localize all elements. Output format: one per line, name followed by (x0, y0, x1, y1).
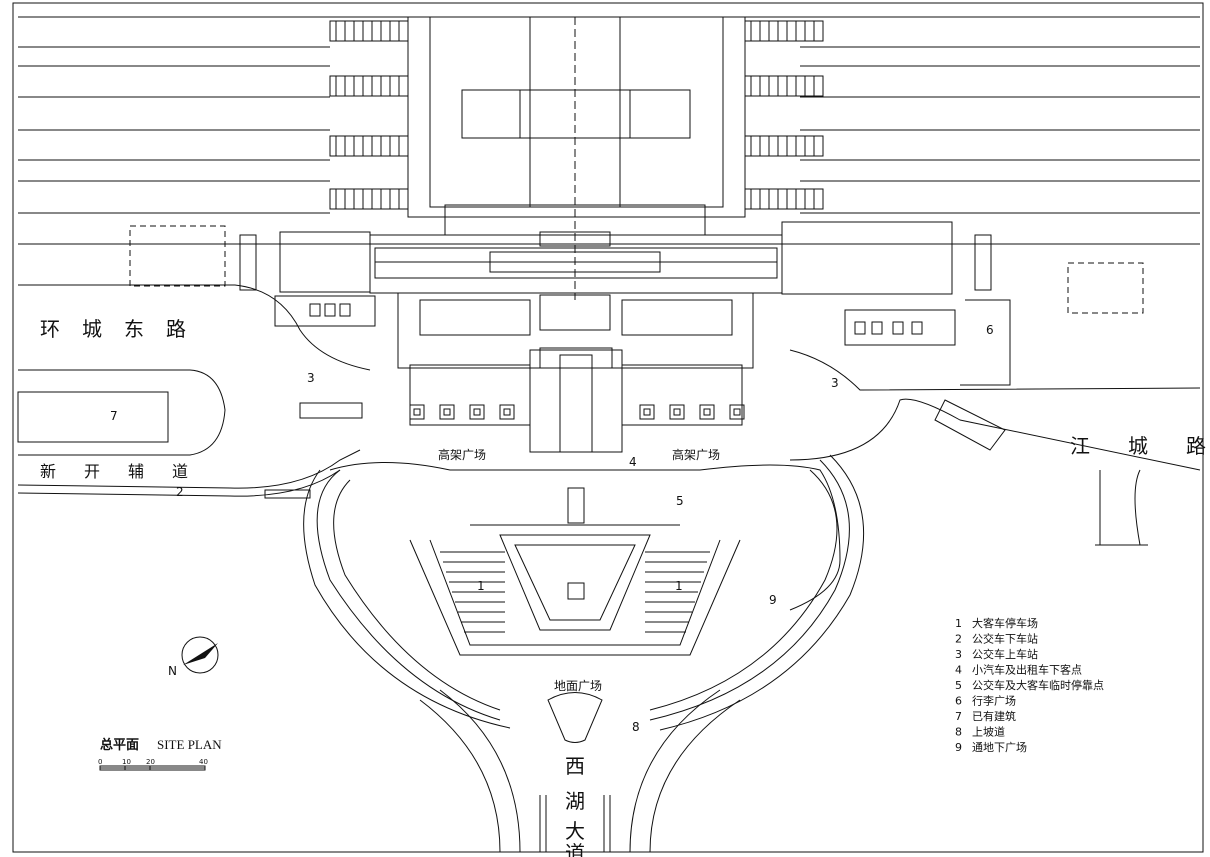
road-label-xihu-char: 西 (565, 754, 585, 778)
platform-stair (744, 20, 824, 42)
scale-tick-40: 40 (199, 758, 208, 766)
plaza-label-elevated-left: 高架广场 (438, 447, 486, 462)
marker-9: 9 (769, 593, 777, 607)
marker-1a: 1 (477, 579, 485, 593)
legend-number: 5 (955, 679, 962, 692)
marker-3b: 3 (831, 376, 839, 390)
column-square (639, 404, 655, 420)
legend-number: 1 (955, 617, 962, 630)
legend-number: 6 (955, 695, 962, 708)
platform-stair (744, 75, 824, 97)
platform-stair (744, 188, 824, 210)
road-label-xihu-char: 湖 (565, 789, 585, 813)
legend-text: 公交车及大客车临时停靠点 (972, 678, 1104, 692)
legend-text: 大客车停车场 (972, 616, 1038, 630)
plaza-label-ground: 地面广场 (554, 679, 602, 693)
road-lines (17, 284, 1201, 853)
column-square (469, 404, 485, 420)
legend-text: 通地下广场 (972, 740, 1027, 754)
platform-stair (329, 135, 409, 157)
column-square (499, 404, 515, 420)
marker-2: 2 (176, 485, 184, 499)
road-label-jiangcheng: 江城路 (1070, 434, 1210, 458)
legend-number: 7 (955, 710, 962, 723)
bus-parking (409, 524, 741, 656)
platform-stair (744, 135, 824, 157)
column-square (409, 404, 425, 420)
north-arrow (181, 636, 219, 674)
marker-1b: 1 (675, 579, 683, 593)
scale-bar (99, 765, 206, 771)
platform-stair (329, 75, 409, 97)
road-label-huancheng-east: 环城东路 (40, 317, 208, 341)
drawing-border (12, 2, 1204, 853)
dashed-lot-right (1067, 262, 1144, 314)
legend-number: 2 (955, 633, 962, 646)
stair-right-block (974, 234, 992, 291)
road-label-xihu-char: 大 (565, 819, 585, 843)
marker-3a: 3 (307, 371, 315, 385)
marker-6: 6 (986, 323, 994, 337)
legend-text: 小汽车及出租车下客点 (972, 663, 1082, 677)
scale-tick-20: 20 (146, 758, 155, 766)
column-square (439, 404, 455, 420)
platform-stair (329, 20, 409, 42)
legend-number: 3 (955, 648, 962, 661)
legend-text: 行李广场 (972, 694, 1016, 708)
legend-text: 上坡道 (972, 725, 1005, 739)
marker-5: 5 (676, 494, 684, 508)
marker-4: 4 (629, 455, 637, 469)
legend-number: 9 (955, 741, 962, 754)
column-square (669, 404, 685, 420)
legend-text: 公交车上车站 (972, 647, 1038, 661)
title-en: SITE PLAN (157, 737, 222, 752)
column-square (699, 404, 715, 420)
north-label: N (168, 664, 177, 678)
scale-tick-10: 10 (122, 758, 131, 766)
dashed-lot-left (129, 225, 226, 287)
road-label-xihu: 西 湖 大 道 (565, 754, 585, 857)
plaza-label-elevated-right: 高架广场 (672, 447, 720, 462)
road-label-xinkai: 新开辅道 (40, 462, 216, 481)
scale-tick-0: 0 (98, 758, 102, 766)
marker-8: 8 (632, 720, 640, 734)
station-building (274, 16, 956, 453)
legend-number: 4 (955, 664, 962, 677)
legend-number: 8 (955, 726, 962, 739)
column-square (729, 404, 745, 420)
road-label-xihu-char: 道 (565, 841, 585, 857)
legend-text: 公交车下车站 (972, 632, 1038, 646)
railway-tracks (18, 16, 1200, 245)
legend: 1 大客车停车场 2 公交车下车站 3 公交车上车站 4 小汽车及出租车下客点 5 公交车及大客车… (955, 616, 1104, 754)
platform-stair (329, 188, 409, 210)
marker-7: 7 (110, 409, 118, 423)
stair-left-block (239, 234, 257, 291)
title-cn: 总平面 (100, 737, 139, 753)
legend-text: 已有建筑 (972, 709, 1016, 723)
